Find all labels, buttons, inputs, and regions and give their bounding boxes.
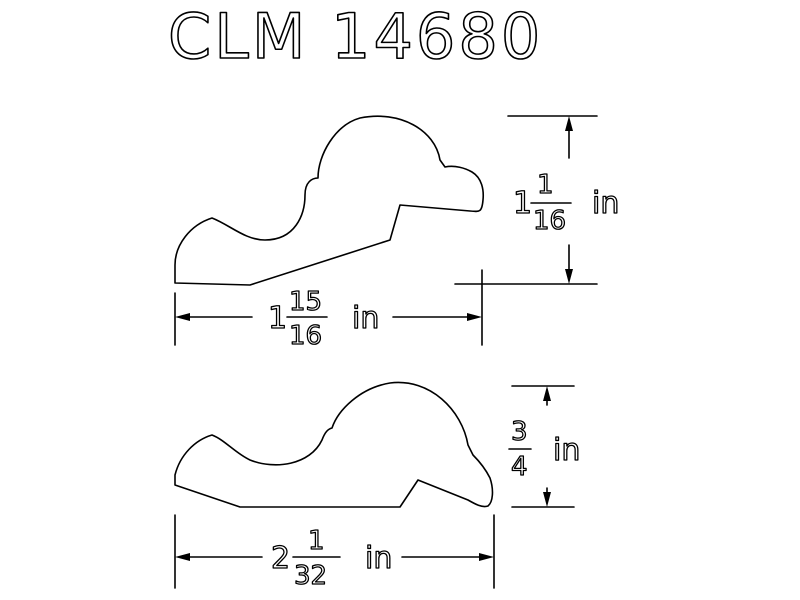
drawing-title: CLM 14680 — [168, 0, 543, 73]
dimension-numerator: 15 — [289, 287, 322, 317]
profile-top-width-dimension: 1 15 16 in — [174, 269, 483, 352]
dimension-denominator: 16 — [289, 321, 322, 351]
profile-top: 1 15 16 in 1 1 16 in — [174, 115, 620, 352]
dimension-denominator: 16 — [533, 206, 566, 236]
profile-bottom: 2 1 32 in 3 4 in — [174, 381, 581, 592]
arrow-left-icon — [175, 553, 190, 561]
arrow-up-icon — [565, 116, 573, 131]
profile-bottom-width-dimension: 2 1 32 in — [174, 514, 495, 592]
arrow-down-icon — [565, 269, 573, 284]
profile-bottom-outline — [174, 381, 494, 508]
profile-bottom-height-dimension: 3 4 in — [508, 385, 581, 508]
dimension-unit: in — [553, 433, 580, 468]
profile-top-outline — [174, 115, 485, 286]
dimension-unit: in — [365, 541, 392, 576]
arrow-left-icon — [175, 313, 190, 321]
arrow-down-icon — [543, 492, 551, 507]
dimension-numerator: 1 — [308, 526, 325, 556]
dimension-whole: 1 — [513, 186, 532, 221]
dimension-whole: 1 — [268, 301, 287, 336]
dimension-unit: in — [352, 301, 379, 336]
arrow-right-icon — [467, 313, 482, 321]
profile-top-height-dimension: 1 1 16 in — [454, 115, 620, 285]
dimension-unit: in — [592, 186, 619, 221]
dimension-numerator: 3 — [511, 417, 528, 447]
dimension-denominator: 4 — [511, 452, 528, 482]
dimension-numerator: 1 — [537, 170, 554, 200]
dimension-denominator: 32 — [294, 561, 327, 591]
dimension-whole: 2 — [271, 541, 290, 576]
arrow-up-icon — [543, 386, 551, 401]
arrow-right-icon — [479, 553, 494, 561]
